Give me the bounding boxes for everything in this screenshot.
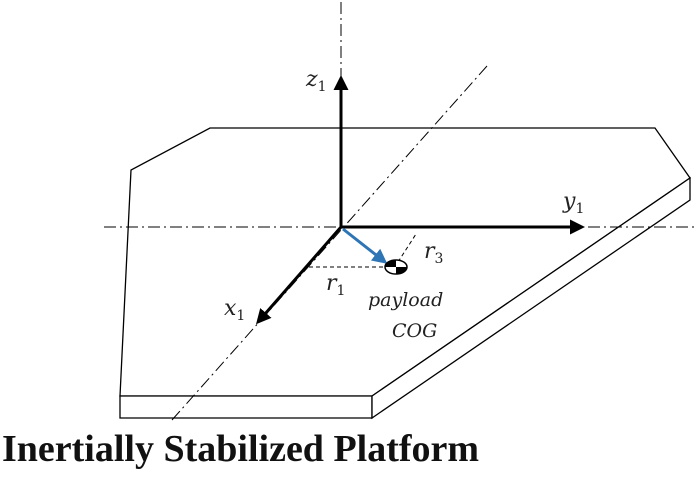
r3-dashed-line (397, 233, 417, 263)
platform-side-edge (371, 176, 691, 420)
x1-axis-arrow (256, 226, 343, 325)
x1-label: x1 (224, 296, 245, 324)
payload-label: payload (368, 289, 443, 311)
y1-label: y1 (562, 189, 584, 217)
diagonal-centerline (171, 65, 488, 421)
z1-label: z1 (305, 67, 327, 95)
cog-symbol (384, 259, 408, 275)
diagram-caption: Inertially Stabilized Platform (2, 428, 480, 470)
r1-label: r1 (326, 271, 345, 299)
platform-front-edge (119, 395, 373, 419)
r3-label: r3 (424, 239, 443, 267)
payload-vector-arrow (342, 227, 388, 264)
cog-label: COG (392, 320, 437, 342)
